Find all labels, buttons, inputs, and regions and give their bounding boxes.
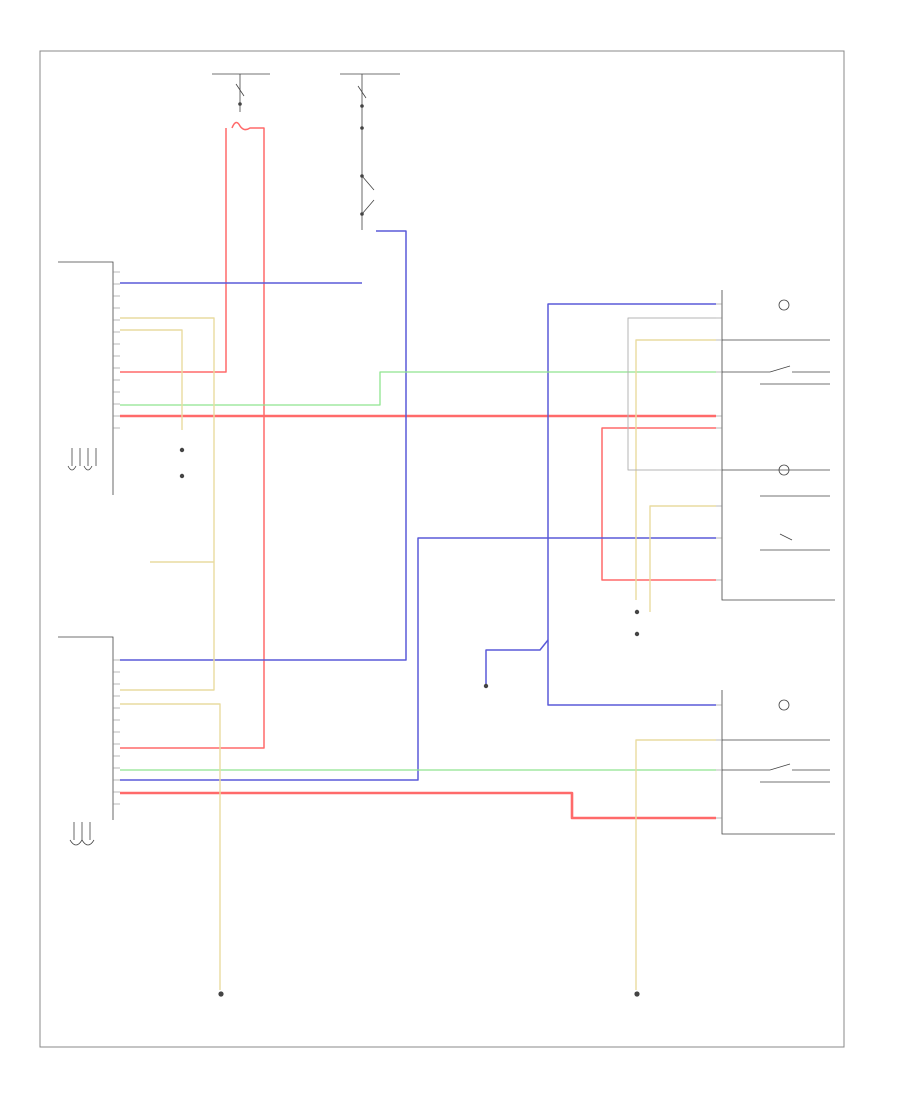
- yellow-wire-mid: [120, 560, 215, 691]
- ground-point-lf: [179, 447, 185, 453]
- blue-wire-rf-top: [120, 230, 407, 661]
- ground-points: [179, 447, 640, 997]
- lf-module-outline: [58, 261, 114, 495]
- yellow-wires: [120, 317, 716, 990]
- yellow-wire-right-ground: [635, 739, 716, 990]
- driver-switch-internals: [722, 299, 830, 551]
- lf-module-motor-icon: [67, 448, 97, 471]
- rf-module-motor-icon: [69, 822, 95, 846]
- yellow-wire-driver-illum: [635, 339, 716, 600]
- gray-wire-driver: [627, 317, 716, 471]
- blue-wire-comfort: [485, 639, 549, 684]
- rf-module-pins: [113, 659, 120, 805]
- green-wire-lf-switch: [120, 371, 716, 406]
- fuse-source-left: [212, 73, 270, 112]
- fuse-source-right: [340, 73, 400, 230]
- gray-wires: [627, 317, 716, 471]
- blue-wires: [120, 230, 716, 781]
- red-wires: [120, 121, 716, 820]
- yellow-wire-lf-ground: [120, 329, 183, 430]
- diagram-frame: [39, 50, 845, 1048]
- yellow-wire-lf-illum: [120, 317, 215, 560]
- red-wire-driver-switch: [601, 427, 716, 581]
- blue-wire-switch-loop: [547, 303, 716, 706]
- rf-module-outline: [58, 636, 114, 820]
- lf-module-pins: [113, 271, 120, 429]
- red-wire-feed-lf: [120, 128, 227, 373]
- lf-control-module: [58, 261, 120, 495]
- illumination-lamp-icon: [778, 299, 790, 311]
- ground-point-lf-2: [179, 473, 185, 479]
- yellow-wire-left-ground: [120, 703, 221, 990]
- yellow-wire-driver-illum-2: [649, 505, 716, 612]
- driver-window-switch: [716, 290, 835, 601]
- passenger-switch-internals: [722, 699, 830, 783]
- ground-point-comfort: [483, 683, 489, 689]
- ground-point-right: [634, 991, 640, 997]
- blue-wire-driver-rf: [120, 537, 716, 781]
- ground-point-mid-2: [634, 631, 640, 637]
- driver-switch-outline: [721, 290, 835, 601]
- driver-switch-pins: [716, 303, 722, 581]
- passenger-switch-pins: [716, 704, 722, 819]
- passenger-switch-outline: [721, 690, 835, 835]
- ground-point-mid: [634, 609, 640, 615]
- rf-control-module: [58, 636, 120, 846]
- illumination-lamp-icon-3: [778, 699, 790, 711]
- ground-point-left: [218, 991, 224, 997]
- passenger-window-switch: [716, 690, 835, 835]
- red-wire-feed-rf: [120, 121, 265, 749]
- red-wire-bus-bottom: [120, 791, 716, 820]
